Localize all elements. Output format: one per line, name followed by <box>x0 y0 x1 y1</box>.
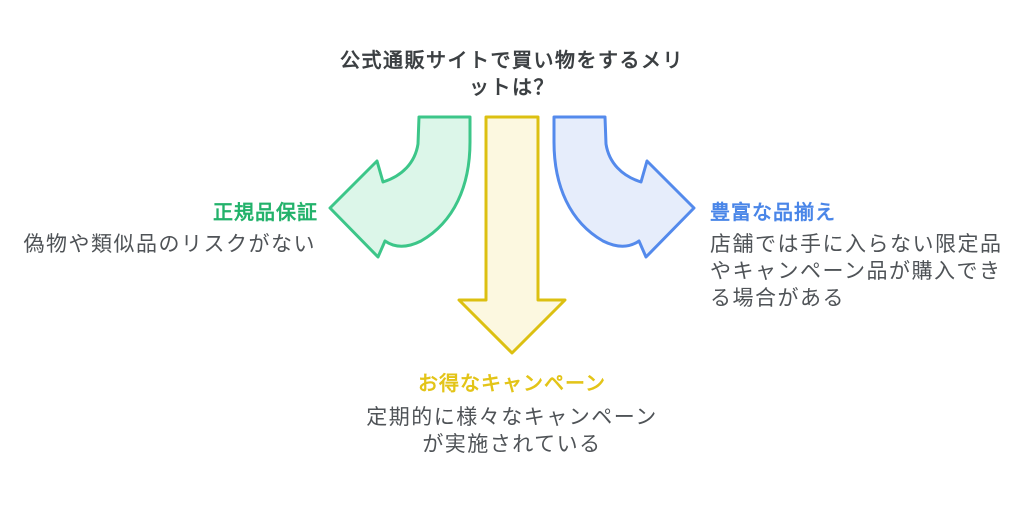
branch-label-campaigns: お得なキャンペーン <box>418 373 606 395</box>
diagram-title: 公式通販サイトで買い物をするメリットは？ <box>340 50 684 99</box>
branch-description-campaigns: 定期的に様々なキャンペーンが実施されている <box>366 406 658 456</box>
curved-arrow-left-icon <box>328 115 472 259</box>
branch-label-genuine-guarantee: 正規品保証 <box>213 202 318 224</box>
curved-arrow-right-icon <box>552 115 696 259</box>
branch-description-genuine-guarantee: 偽物や類似品のリスクがない <box>23 233 316 256</box>
branch-description-rich-lineup: 店舗では手に入らない限定品やキャンペーン品が購入できる場合がある <box>710 233 1003 310</box>
straight-arrow-down-icon <box>457 115 567 355</box>
branch-label-rich-lineup: 豊富な品揃え <box>710 202 836 224</box>
